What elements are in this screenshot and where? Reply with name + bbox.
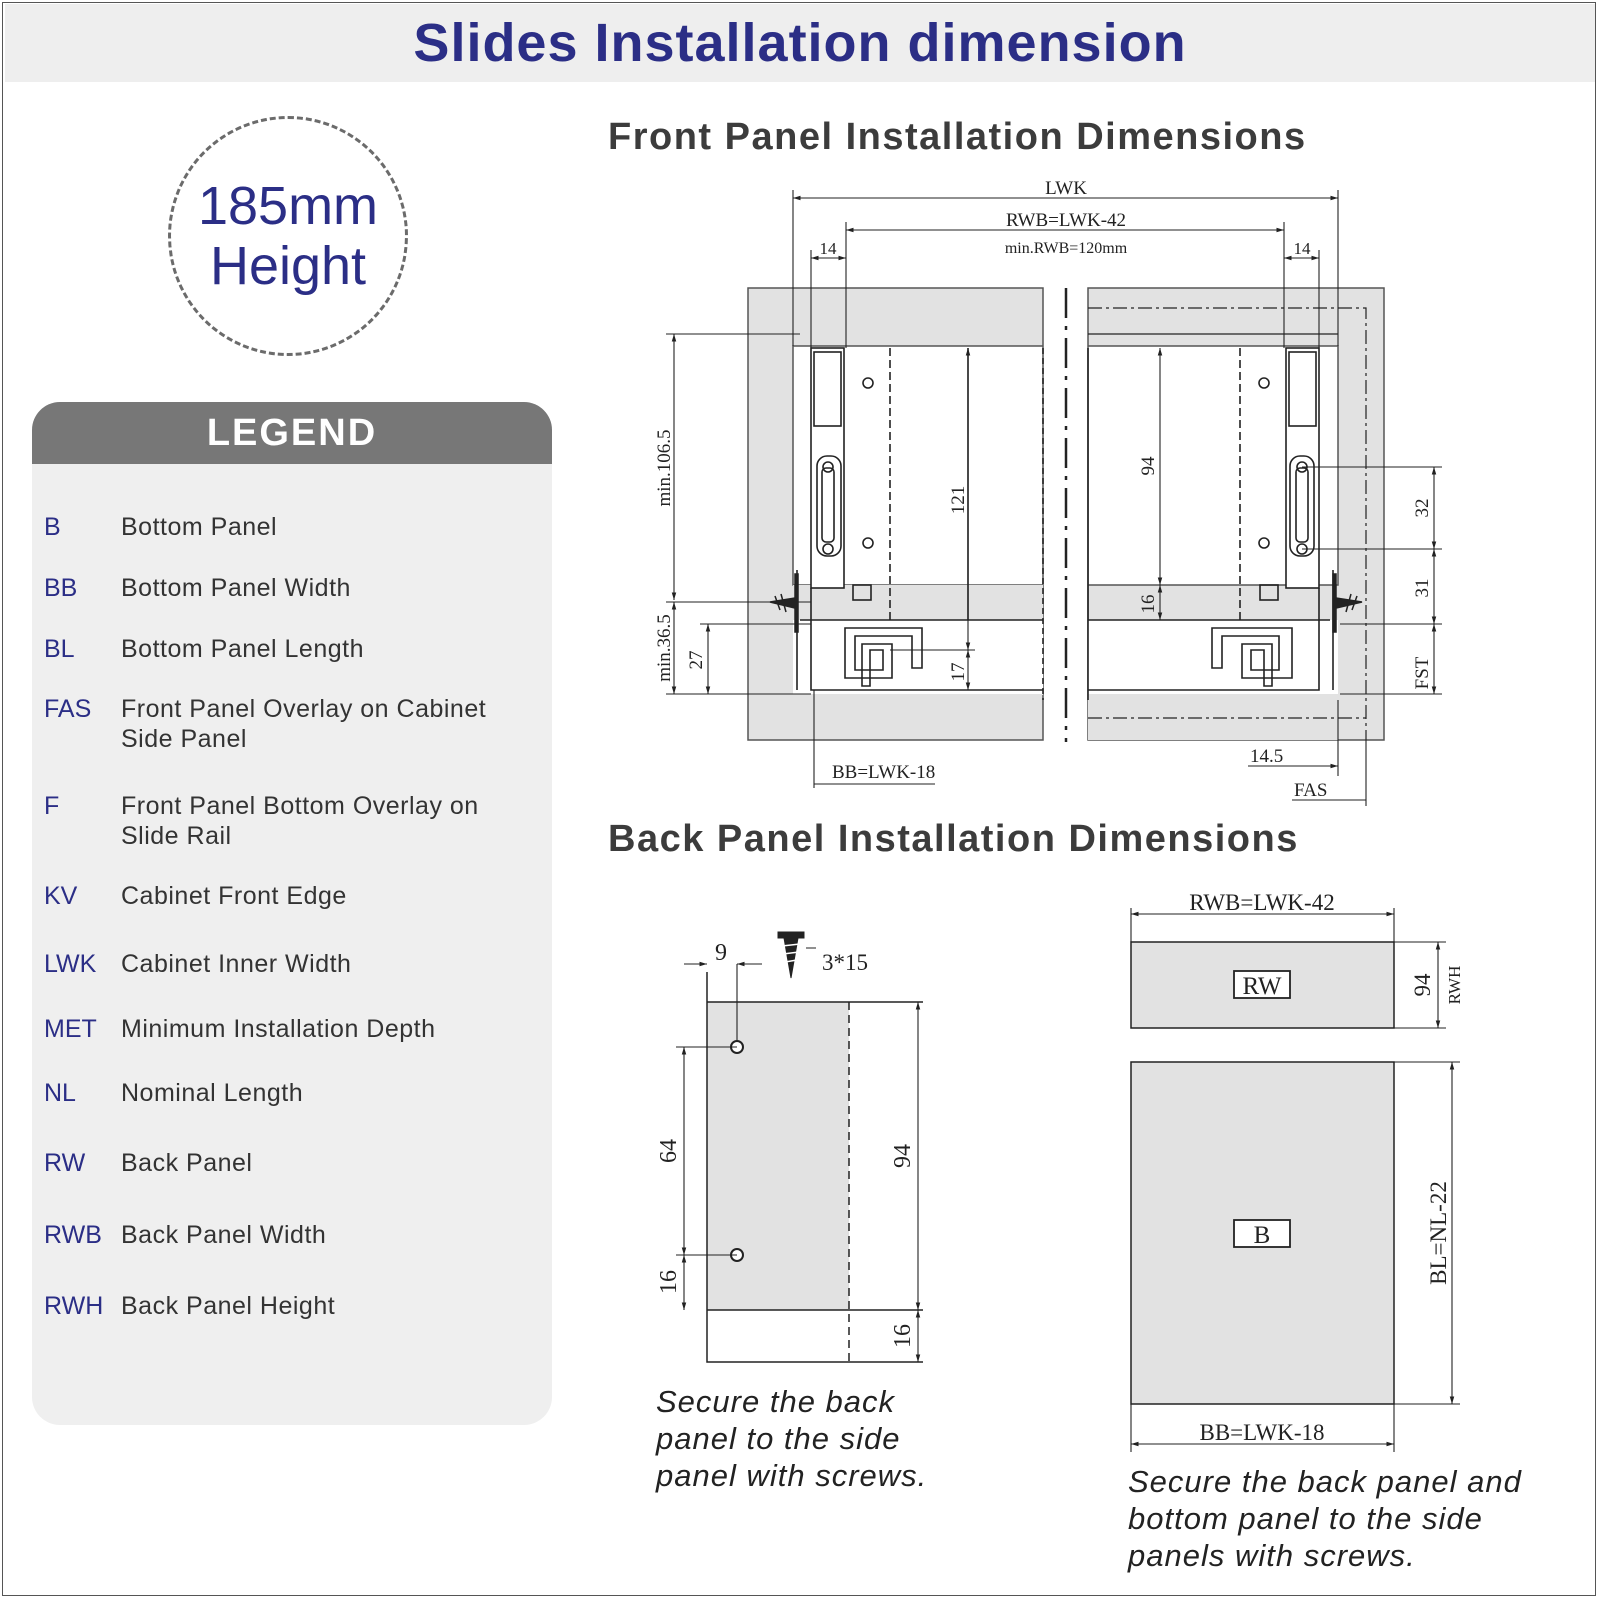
label-fas: FAS: [1294, 780, 1327, 801]
legend-code: B: [44, 513, 61, 541]
legend-desc: Bottom Panel: [121, 513, 278, 541]
legend-code: LWK: [44, 950, 97, 978]
legend-panel: LEGEND B Bottom Panel BB Bottom Panel Wi…: [32, 402, 552, 1425]
back-labels-left: 9 3*15 64 16 94 16: [656, 940, 916, 1348]
legend-desc: Cabinet Inner Width: [121, 950, 352, 978]
legend-desc: Front Panel Overlay on Cabinet Side Pane…: [121, 695, 487, 753]
label-b: B: [1254, 1222, 1271, 1249]
right-drawer-side: [1087, 347, 1334, 700]
left-screw-icon: [769, 573, 799, 633]
legend-desc: Back Panel: [121, 1149, 253, 1177]
label-64: 64: [656, 1139, 682, 1163]
legend-desc: Bottom Panel Length: [121, 635, 364, 663]
legend-code: BB: [44, 574, 78, 602]
legend-desc: Nominal Length: [121, 1079, 304, 1107]
note-left-line: panel to the side: [656, 1421, 901, 1456]
label-121: 121: [948, 486, 969, 515]
legend-code: NL: [44, 1079, 76, 1107]
legend-code: RW: [44, 1149, 86, 1177]
front-overlay-outline: [1088, 307, 1367, 740]
height-badge: 185mm Height: [168, 116, 408, 356]
note-right: Secure the back panel and bottom panel t…: [1128, 1463, 1588, 1574]
label-14-5: 14.5: [1250, 746, 1283, 767]
legend-code: MET: [44, 1015, 97, 1043]
label-31: 31: [1412, 579, 1433, 598]
legend-code: F: [44, 792, 60, 820]
back-labels-right: RWB=LWK-42 RW 94 RWH B BL=NL-22 BB=LWK-1…: [1189, 890, 1464, 1445]
back-panel-rw: [1130, 941, 1395, 1029]
badge-value: 185mm: [197, 176, 379, 236]
label-lwk: LWK: [1045, 178, 1087, 199]
label-min-106: min.106.5: [654, 429, 675, 506]
note-left-line: Secure the back: [656, 1384, 896, 1419]
legend-heading: LEGEND: [32, 402, 552, 464]
label-min-rwb: min.RWB=120mm: [1005, 240, 1128, 257]
label-min-36: min.36.5: [654, 614, 675, 682]
label-94-back: 94: [1410, 973, 1435, 997]
label-27: 27: [686, 651, 707, 670]
legend-desc: Cabinet Front Edge: [121, 882, 347, 910]
legend-code: BL: [44, 635, 75, 663]
side-panel-view: [706, 972, 923, 1363]
legend-desc: Front Panel Bottom Overlay on Slide Rail: [121, 792, 479, 850]
page-title: Slides Installation dimension: [413, 13, 1187, 73]
legend-code: RWB: [44, 1221, 102, 1249]
label-9: 9: [715, 940, 727, 966]
label-rwb-back: RWB=LWK-42: [1189, 890, 1334, 915]
label-bb-back: BB=LWK-18: [1200, 1420, 1325, 1445]
legend-desc: Bottom Panel Width: [121, 574, 351, 602]
front-dimension-labels: LWK RWB=LWK-42 min.RWB=120mm 14 14 min.1…: [654, 178, 1433, 801]
legend-desc: Back Panel Width: [121, 1221, 327, 1249]
back-section-title: Back Panel Installation Dimensions: [608, 818, 1299, 860]
label-fst: FST: [1412, 656, 1433, 689]
legend-code: FAS: [44, 695, 92, 723]
back-dimensions-left: [676, 961, 921, 1362]
label-bl: BL=NL-22: [1426, 1181, 1451, 1285]
badge-label: Height: [209, 236, 367, 296]
label-14-right: 14: [1294, 239, 1312, 258]
legend-desc: Back Panel Height: [121, 1292, 336, 1320]
note-left-line: panel with screws.: [656, 1458, 928, 1493]
note-right-line: Secure the back panel and: [1128, 1464, 1522, 1499]
note-right-line: panels with screws.: [1128, 1538, 1416, 1573]
label-rw: RW: [1243, 973, 1282, 1000]
label-32: 32: [1412, 499, 1433, 518]
label-16: 16: [1138, 595, 1159, 614]
label-94: 94: [1138, 456, 1159, 476]
bottom-panel-b: [1130, 1061, 1395, 1405]
label-bb: BB=LWK-18: [832, 762, 935, 783]
title-bar: Slides Installation dimension: [5, 4, 1595, 82]
label-rwb: RWB=LWK-42: [1006, 210, 1126, 231]
label-16-left: 16: [656, 1270, 682, 1294]
label-rwh: RWH: [1445, 966, 1464, 1005]
legend-code: KV: [44, 882, 78, 910]
back-dimensions-right: [1130, 908, 1460, 1452]
label-94-left: 94: [890, 1144, 916, 1168]
legend-desc: Minimum Installation Depth: [121, 1015, 436, 1043]
note-right-line: bottom panel to the side: [1128, 1501, 1483, 1536]
note-left: Secure the back panel to the side panel …: [656, 1383, 976, 1494]
label-screw-size: 3*15: [822, 950, 868, 975]
front-section-title: Front Panel Installation Dimensions: [608, 116, 1307, 158]
label-17: 17: [948, 663, 969, 682]
right-screw-icon: [1332, 573, 1363, 633]
screw-icon: [777, 931, 816, 979]
label-14-left: 14: [820, 239, 838, 258]
front-dimensions: [666, 190, 1442, 806]
label-16-right: 16: [890, 1324, 916, 1348]
legend-code: RWH: [44, 1292, 104, 1320]
